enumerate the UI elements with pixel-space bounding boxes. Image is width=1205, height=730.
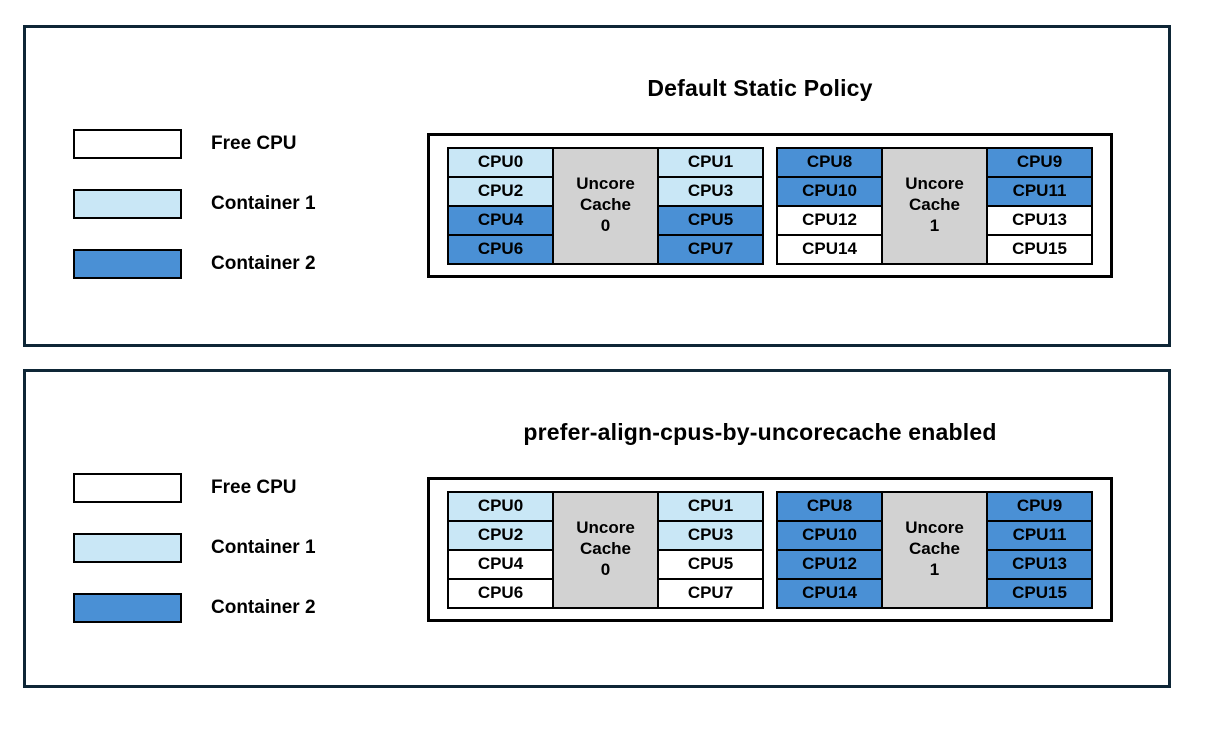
cpu-cell: CPU10	[776, 175, 883, 207]
cpu-cell: CPU6	[447, 577, 554, 609]
panel-title: prefer-align-cpus-by-uncorecache enabled	[523, 419, 997, 445]
legend: Free CPU Container 1 Container 2	[73, 473, 316, 623]
cpu-cell: CPU14	[776, 577, 883, 609]
cpu-cell: CPU9	[986, 146, 1093, 178]
uncore-cache-label-line: Cache	[579, 195, 632, 215]
uncore-cache-label-line: Uncore	[905, 174, 964, 194]
cpu-cell: CPU4	[447, 204, 554, 236]
uncore-cache-box: Uncore Cache 1	[881, 146, 988, 265]
cpu-cell: CPU9	[986, 490, 1093, 522]
cpu-column-left: CPU0 CPU2 CPU4 CPU6	[447, 490, 554, 609]
cpu-cell: CPU14	[776, 233, 883, 265]
cpu-cell: CPU8	[776, 146, 883, 178]
cpu-cell: CPU3	[657, 519, 764, 551]
uncore-cache-box: Uncore Cache 0	[552, 490, 659, 609]
cpu-cell: CPU4	[447, 548, 554, 580]
cpu-cell: CPU13	[986, 548, 1093, 580]
legend-item-free-cpu: Free CPU	[73, 473, 316, 503]
cpu-cell: CPU1	[657, 146, 764, 178]
cpu-topology-diagram: CPU0 CPU2 CPU4 CPU6 Uncore Cache 0 CPU1 …	[427, 133, 1113, 278]
legend-label: Container 2	[211, 253, 316, 274]
cpu-topology-diagram: CPU0 CPU2 CPU4 CPU6 Uncore Cache 0 CPU1 …	[427, 477, 1113, 622]
legend-label: Container 2	[211, 597, 316, 618]
uncore-group-1: CPU8 CPU10 CPU12 CPU14 Uncore Cache 1 CP…	[776, 146, 1093, 265]
panel-title: Default Static Policy	[647, 75, 873, 101]
panel-prefer-align-cpus-by-uncorecache: prefer-align-cpus-by-uncorecache enabled…	[23, 369, 1171, 688]
container-1-swatch	[73, 189, 182, 219]
cpu-cell: CPU10	[776, 519, 883, 551]
cpu-cell: CPU15	[986, 577, 1093, 609]
uncore-cache-label-line: 1	[929, 215, 940, 235]
cpu-cell: CPU13	[986, 204, 1093, 236]
free-cpu-swatch	[73, 473, 182, 503]
legend-label: Container 1	[211, 193, 316, 214]
legend-item-container-1: Container 1	[73, 533, 316, 563]
legend-item-free-cpu: Free CPU	[73, 129, 316, 159]
cpu-cell: CPU0	[447, 146, 554, 178]
uncore-cache-label-line: 0	[600, 559, 611, 579]
legend: Free CPU Container 1 Container 2	[73, 129, 316, 279]
legend-item-container-1: Container 1	[73, 189, 316, 219]
uncore-cache-label-line: Uncore	[905, 518, 964, 538]
uncore-group-0: CPU0 CPU2 CPU4 CPU6 Uncore Cache 0 CPU1 …	[447, 490, 764, 609]
cpu-column-left: CPU8 CPU10 CPU12 CPU14	[776, 146, 883, 265]
uncore-cache-box: Uncore Cache 0	[552, 146, 659, 265]
legend-item-container-2: Container 2	[73, 249, 316, 279]
uncore-cache-box: Uncore Cache 1	[881, 490, 988, 609]
cpu-cell: CPU5	[657, 548, 764, 580]
cpu-cell: CPU0	[447, 490, 554, 522]
cpu-cell: CPU7	[657, 233, 764, 265]
panel-default-static-policy: Default Static Policy Free CPU Container…	[23, 25, 1171, 347]
cpu-cell: CPU5	[657, 204, 764, 236]
cpu-cell: CPU8	[776, 490, 883, 522]
cpu-column-right: CPU9 CPU11 CPU13 CPU15	[986, 490, 1093, 609]
cpu-column-left: CPU0 CPU2 CPU4 CPU6	[447, 146, 554, 265]
uncore-group-1: CPU8 CPU10 CPU12 CPU14 Uncore Cache 1 CP…	[776, 490, 1093, 609]
cpu-column-right: CPU1 CPU3 CPU5 CPU7	[657, 490, 764, 609]
cpu-cell: CPU1	[657, 490, 764, 522]
cpu-cell: CPU2	[447, 175, 554, 207]
cpu-column-left: CPU8 CPU10 CPU12 CPU14	[776, 490, 883, 609]
legend-label: Free CPU	[211, 133, 297, 154]
cpu-cell: CPU11	[986, 175, 1093, 207]
cpu-cell: CPU6	[447, 233, 554, 265]
legend-item-container-2: Container 2	[73, 593, 316, 623]
cpu-cell: CPU15	[986, 233, 1093, 265]
cpu-column-right: CPU1 CPU3 CPU5 CPU7	[657, 146, 764, 265]
legend-label: Free CPU	[211, 477, 297, 498]
cpu-column-right: CPU9 CPU11 CPU13 CPU15	[986, 146, 1093, 265]
uncore-group-0: CPU0 CPU2 CPU4 CPU6 Uncore Cache 0 CPU1 …	[447, 146, 764, 265]
cpu-cell: CPU7	[657, 577, 764, 609]
cpu-cell: CPU2	[447, 519, 554, 551]
uncore-cache-label-line: 1	[929, 559, 940, 579]
uncore-cache-label-line: Uncore	[576, 174, 635, 194]
container-2-swatch	[73, 593, 182, 623]
uncore-cache-label-line: Cache	[908, 539, 961, 559]
cpu-cell: CPU3	[657, 175, 764, 207]
cpu-cell: CPU12	[776, 204, 883, 236]
cpu-cell: CPU11	[986, 519, 1093, 551]
container-2-swatch	[73, 249, 182, 279]
uncore-cache-label-line: Cache	[579, 539, 632, 559]
cpu-cell: CPU12	[776, 548, 883, 580]
free-cpu-swatch	[73, 129, 182, 159]
uncore-cache-label-line: 0	[600, 215, 611, 235]
legend-label: Container 1	[211, 537, 316, 558]
uncore-cache-label-line: Uncore	[576, 518, 635, 538]
uncore-cache-label-line: Cache	[908, 195, 961, 215]
container-1-swatch	[73, 533, 182, 563]
